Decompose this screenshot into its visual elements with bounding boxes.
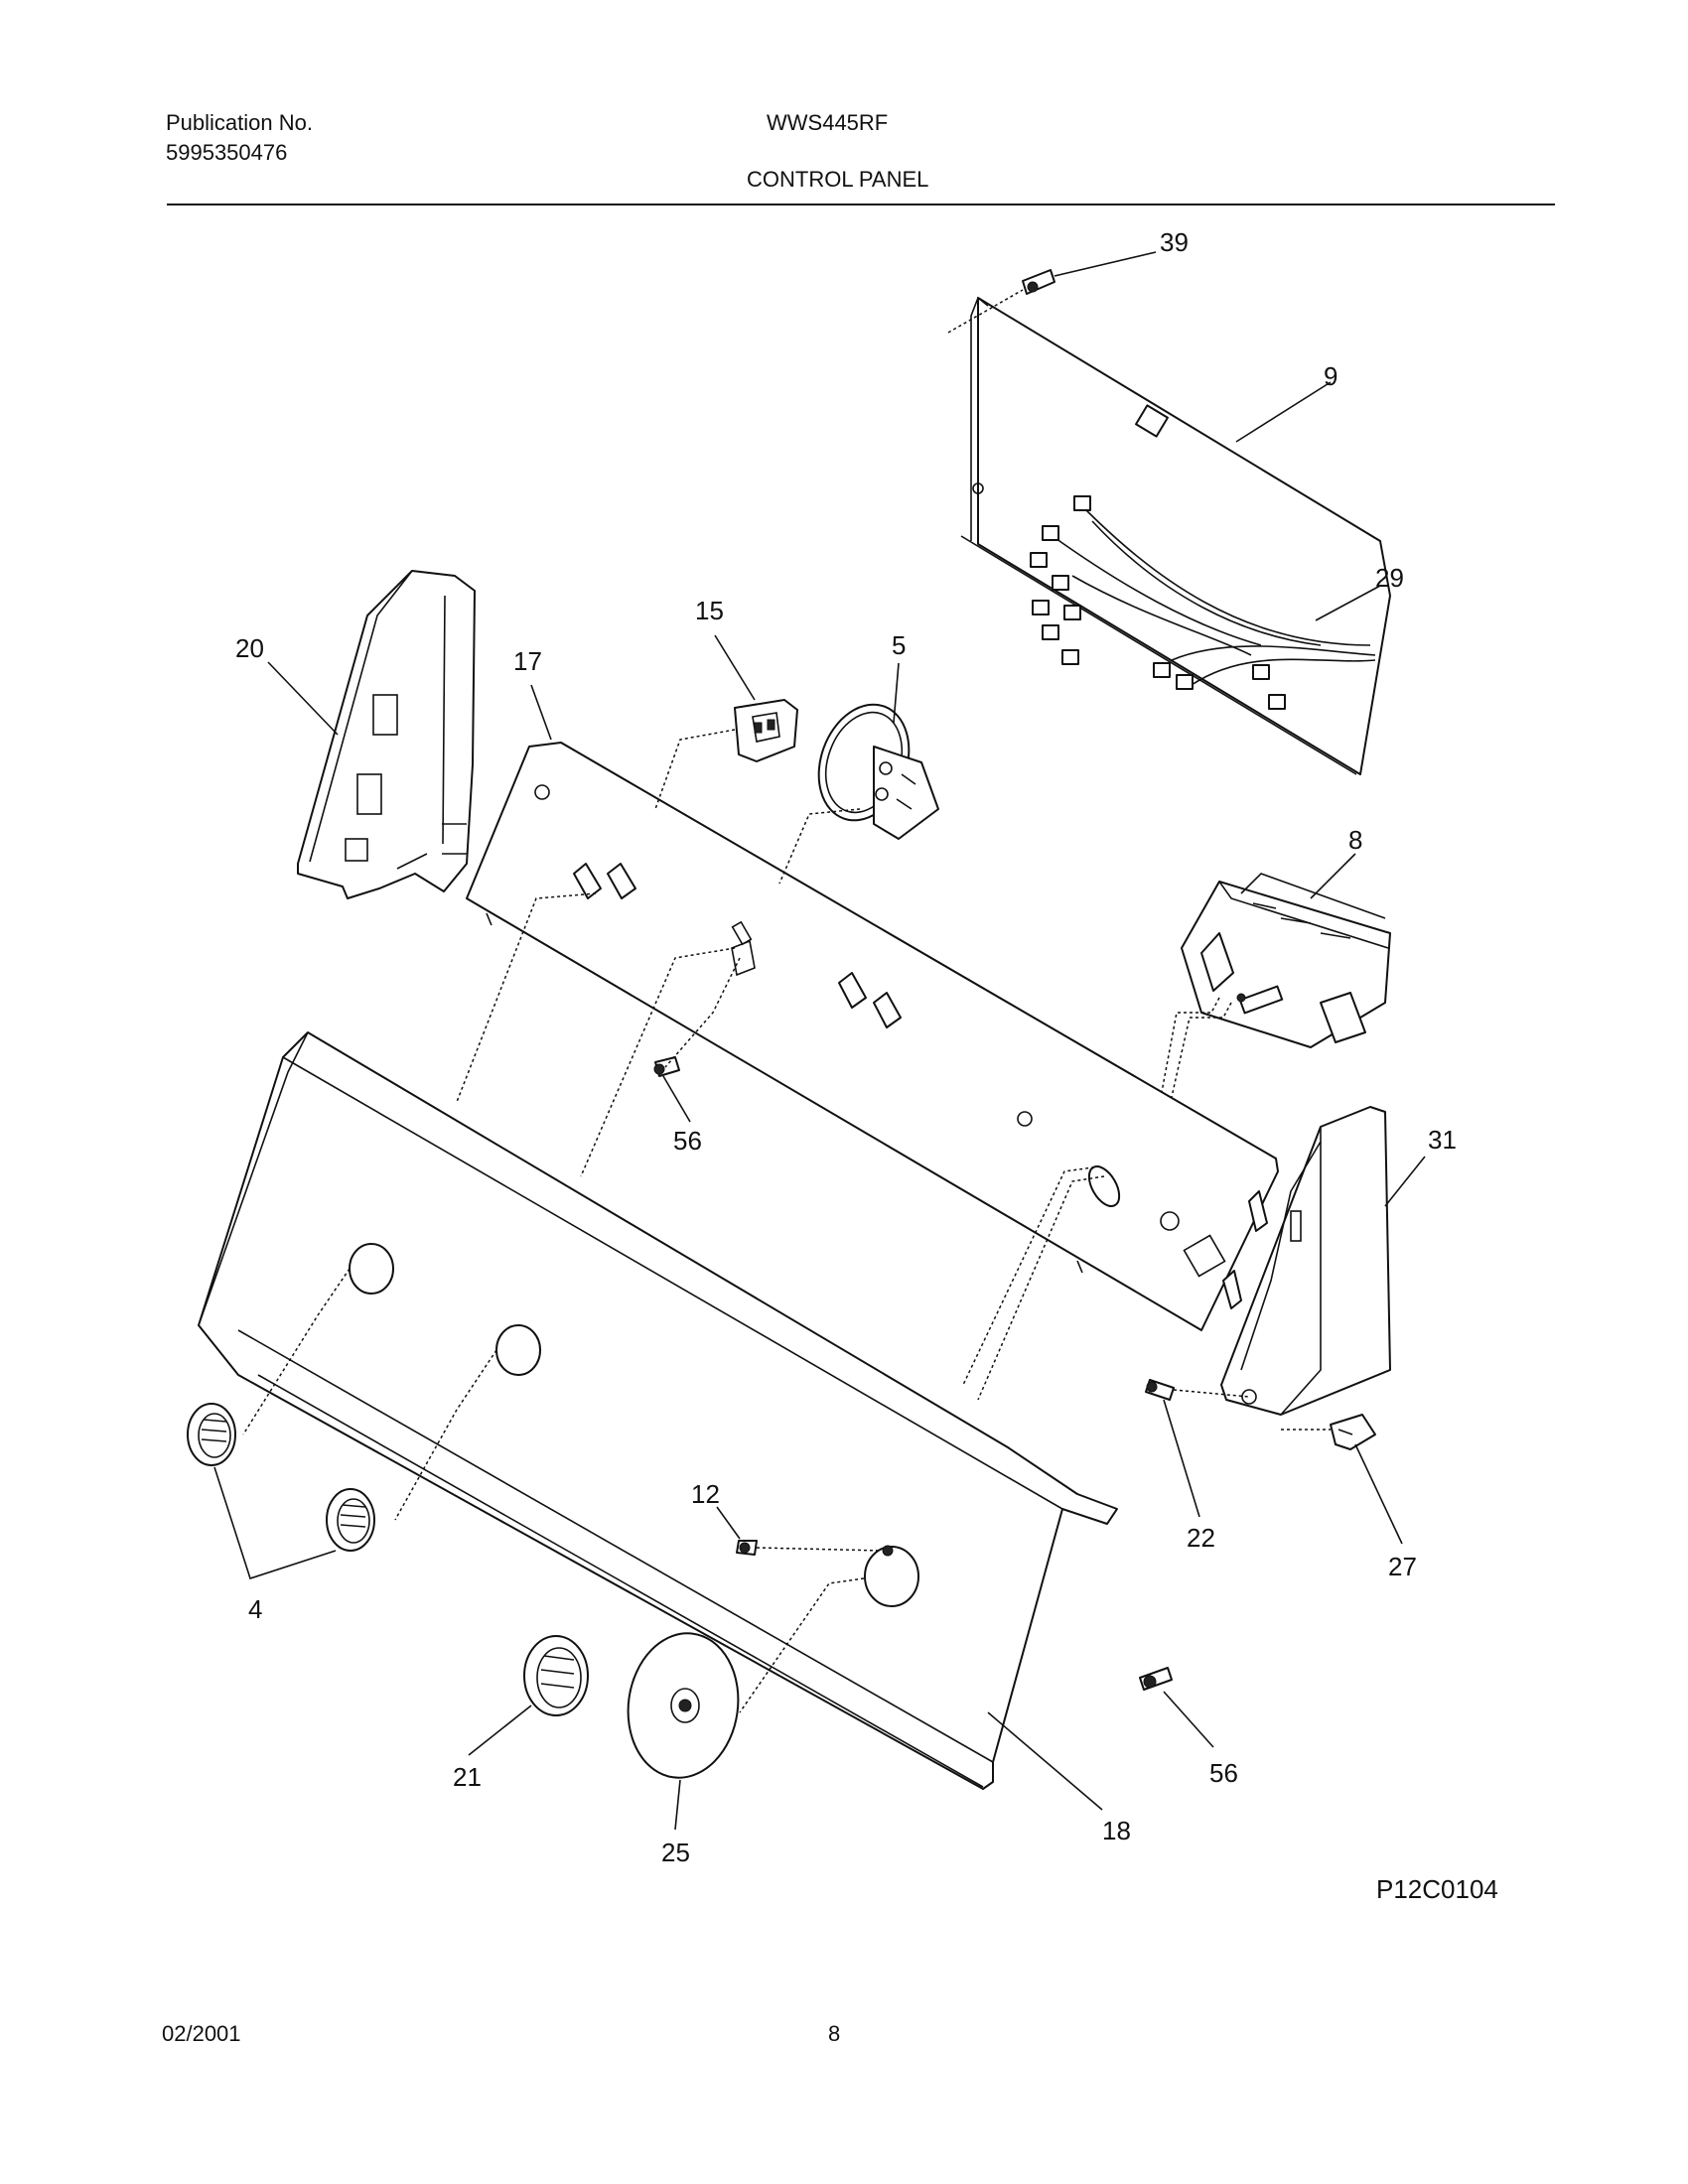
part-56-screw-upper: [653, 1056, 680, 1077]
model-number: WWS445RF: [767, 110, 889, 135]
part-27-clip: [1330, 1414, 1376, 1450]
callout-labels: 39 9 29 20 15 5 17 8 56 31 12 22 27 4 21…: [235, 227, 1457, 1867]
page-number: 8: [828, 2021, 841, 2046]
callout-4: 4: [248, 1594, 262, 1624]
callout-17: 17: [513, 646, 542, 676]
callout-31: 31: [1428, 1125, 1457, 1155]
callout-22: 22: [1187, 1523, 1215, 1553]
part-9-rear-panel: [960, 296, 1391, 775]
part-17-control-backplate: [466, 742, 1279, 1331]
leader-lines: [213, 251, 1426, 1831]
publication-label: Publication No.: [166, 110, 313, 135]
callout-8: 8: [1348, 825, 1362, 855]
callout-5: 5: [892, 630, 906, 660]
callout-56-lower: 56: [1209, 1758, 1238, 1788]
callout-20: 20: [235, 633, 264, 663]
callout-25: 25: [661, 1838, 690, 1867]
part-22-screw: [1145, 1379, 1250, 1401]
part-20-left-bracket: [297, 570, 476, 899]
part-25-dial-skirt: [627, 1632, 740, 1779]
part-4-knobs: [187, 1403, 375, 1552]
callout-9: 9: [1324, 361, 1337, 391]
part-8-timer: [1181, 873, 1391, 1048]
callout-29: 29: [1375, 563, 1404, 593]
callout-15: 15: [695, 596, 724, 625]
header-rule: [167, 204, 1555, 205]
part-56-screw-lower: [1139, 1667, 1173, 1691]
part-15-switch: [734, 699, 798, 762]
part-39-screw: [947, 269, 1055, 334]
part-29-wire-harness: [1030, 495, 1376, 710]
part-21-knob: [523, 1635, 589, 1716]
callout-18: 18: [1102, 1816, 1131, 1845]
part-12-screw: [736, 1540, 883, 1556]
publication-number: 5995350476: [166, 140, 288, 165]
callout-39: 39: [1160, 227, 1189, 257]
part-5-pressure-switch: [817, 703, 939, 840]
callout-12: 12: [691, 1479, 720, 1509]
figure-code: P12C0104: [1376, 1874, 1498, 1904]
section-title: CONTROL PANEL: [747, 167, 929, 192]
footer-date: 02/2001: [162, 2021, 241, 2046]
part-18-front-console: [198, 1031, 1118, 1790]
callout-56-upper: 56: [673, 1126, 702, 1156]
callout-21: 21: [453, 1762, 482, 1792]
assembly-lines: [242, 729, 1331, 1713]
part-31-right-bracket: [1220, 1106, 1391, 1416]
callout-27: 27: [1388, 1552, 1417, 1581]
